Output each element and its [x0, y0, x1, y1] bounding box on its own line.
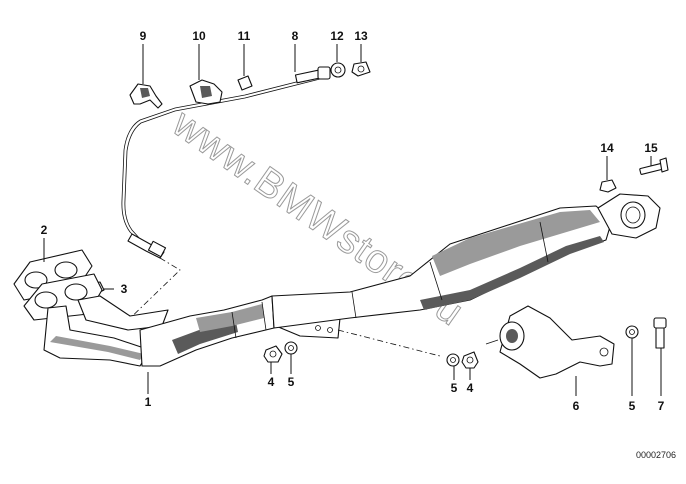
leader-lines — [43, 44, 662, 396]
part-12-clip — [330, 62, 346, 78]
callout-3: 3 — [121, 282, 128, 296]
part-6-hanger — [485, 305, 615, 379]
callout-4-mid: 4 — [467, 381, 474, 395]
catalytic-converter — [271, 193, 661, 329]
part-9-clamp — [129, 83, 163, 109]
part-10-holder — [189, 79, 223, 105]
callout-15: 15 — [644, 141, 658, 155]
callout-13: 13 — [354, 29, 368, 43]
sensor-leader-dash — [119, 257, 181, 329]
part-4-nut-mid — [461, 351, 479, 369]
part-4-nut-left — [263, 345, 283, 363]
callout-10: 10 — [192, 29, 206, 43]
part-5-washer-mid — [446, 353, 460, 367]
callout-7: 7 — [658, 399, 665, 413]
part-1-front-pipe — [23, 273, 275, 367]
oxygen-sensor — [127, 233, 167, 259]
part-15-bolt — [639, 157, 669, 175]
callout-1: 1 — [145, 395, 152, 409]
drawing-code: 00002706 — [636, 450, 676, 460]
callout-9: 9 — [140, 29, 147, 43]
part-7-bolt — [653, 317, 667, 349]
part-2-gasket — [13, 249, 93, 301]
callout-5-right: 5 — [629, 399, 636, 413]
callout-12: 12 — [330, 29, 344, 43]
callout-11: 11 — [238, 29, 251, 43]
callout-4-left: 4 — [268, 375, 275, 389]
part-5-washer-left — [284, 341, 298, 355]
callout-5-left: 5 — [288, 375, 295, 389]
oxygen-sensor-cable — [121, 66, 331, 243]
part-11-grommet — [237, 75, 253, 91]
callout-5-mid: 5 — [451, 381, 458, 395]
callout-8: 8 — [292, 29, 299, 43]
callout-14: 14 — [600, 141, 614, 155]
callout-2: 2 — [41, 223, 48, 237]
part-13-nut — [351, 61, 371, 77]
bracket-leader-dash — [337, 329, 441, 357]
part-14-nut — [599, 179, 617, 193]
part-5-washer-right — [625, 325, 639, 339]
callout-labels: 9 10 11 8 12 13 14 15 2 3 1 4 5 5 4 6 5 … — [41, 29, 665, 413]
callout-6: 6 — [573, 399, 580, 413]
